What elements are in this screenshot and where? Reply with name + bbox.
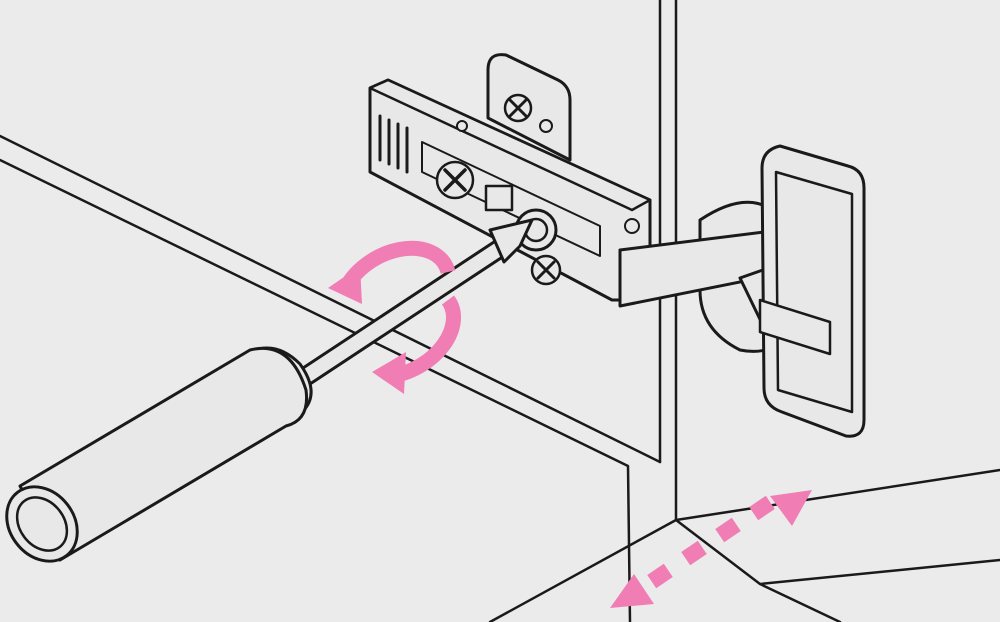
arm-rivet-2 — [624, 218, 640, 234]
rotate-arrow-icon — [328, 240, 461, 394]
door-bottom-edge — [488, 518, 678, 622]
arm-vent-slots — [378, 114, 409, 174]
hinge-arm-top — [368, 78, 652, 212]
phillips-screw-icon — [503, 93, 533, 123]
door-plate-inner — [774, 170, 854, 414]
move-direction-arrow-icon — [610, 490, 812, 608]
phillips-screw-icon — [435, 160, 475, 200]
screwdriver-tip — [488, 218, 534, 264]
screwdriver-icon — [5, 218, 534, 563]
screwdriver-handle — [18, 346, 309, 562]
arm-rivet — [456, 120, 468, 132]
hinge — [368, 53, 866, 438]
cabinet-floor-edge — [674, 468, 1000, 622]
screwdriver-handle-end-inner — [15, 496, 69, 552]
door-plate-clip — [758, 298, 832, 356]
plate-hole — [539, 119, 553, 133]
cabinet-shelf — [0, 134, 662, 622]
phillips-screw-icon — [530, 254, 562, 286]
arm-window — [484, 184, 514, 212]
